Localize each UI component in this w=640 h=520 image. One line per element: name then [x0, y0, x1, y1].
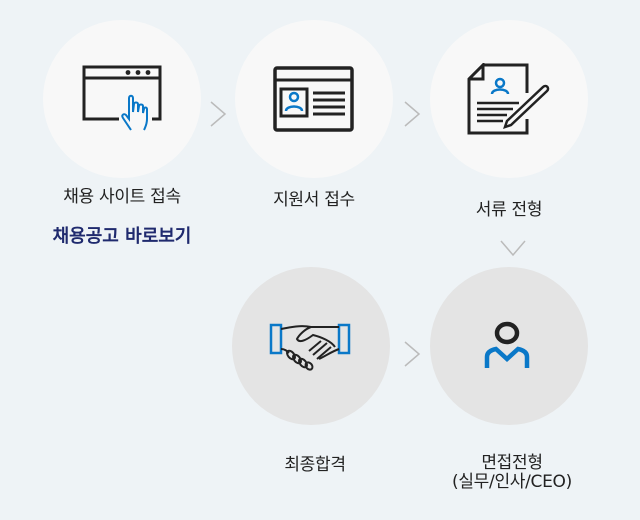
step-2-label: 지원서 접수	[273, 190, 355, 210]
arrow-right-icon	[404, 341, 421, 367]
step-1-circle	[43, 20, 201, 178]
step-4-circle	[232, 267, 390, 425]
step-3-circle	[430, 20, 588, 178]
document-sign-icon	[467, 63, 550, 135]
arrow-right-icon	[404, 101, 421, 127]
arrow-down-icon	[500, 240, 526, 257]
arrow-right-icon	[210, 101, 227, 127]
step-1-label: 채용 사이트 접속	[63, 187, 181, 207]
step-5-label: 면접전형	[481, 453, 543, 473]
step-4-label: 최종합격	[284, 455, 346, 475]
step-5-sublabel: (실무/인사/CEO)	[452, 472, 572, 492]
resume-icon	[273, 66, 354, 132]
step-2-circle	[235, 20, 393, 178]
step-3-label: 서류 전형	[475, 200, 543, 220]
job-posting-link[interactable]: 채용공고 바로보기	[52, 226, 192, 247]
person-icon	[484, 321, 530, 368]
handshake-icon	[269, 323, 351, 371]
browser-click-icon	[82, 65, 162, 131]
step-5-circle	[430, 267, 588, 425]
